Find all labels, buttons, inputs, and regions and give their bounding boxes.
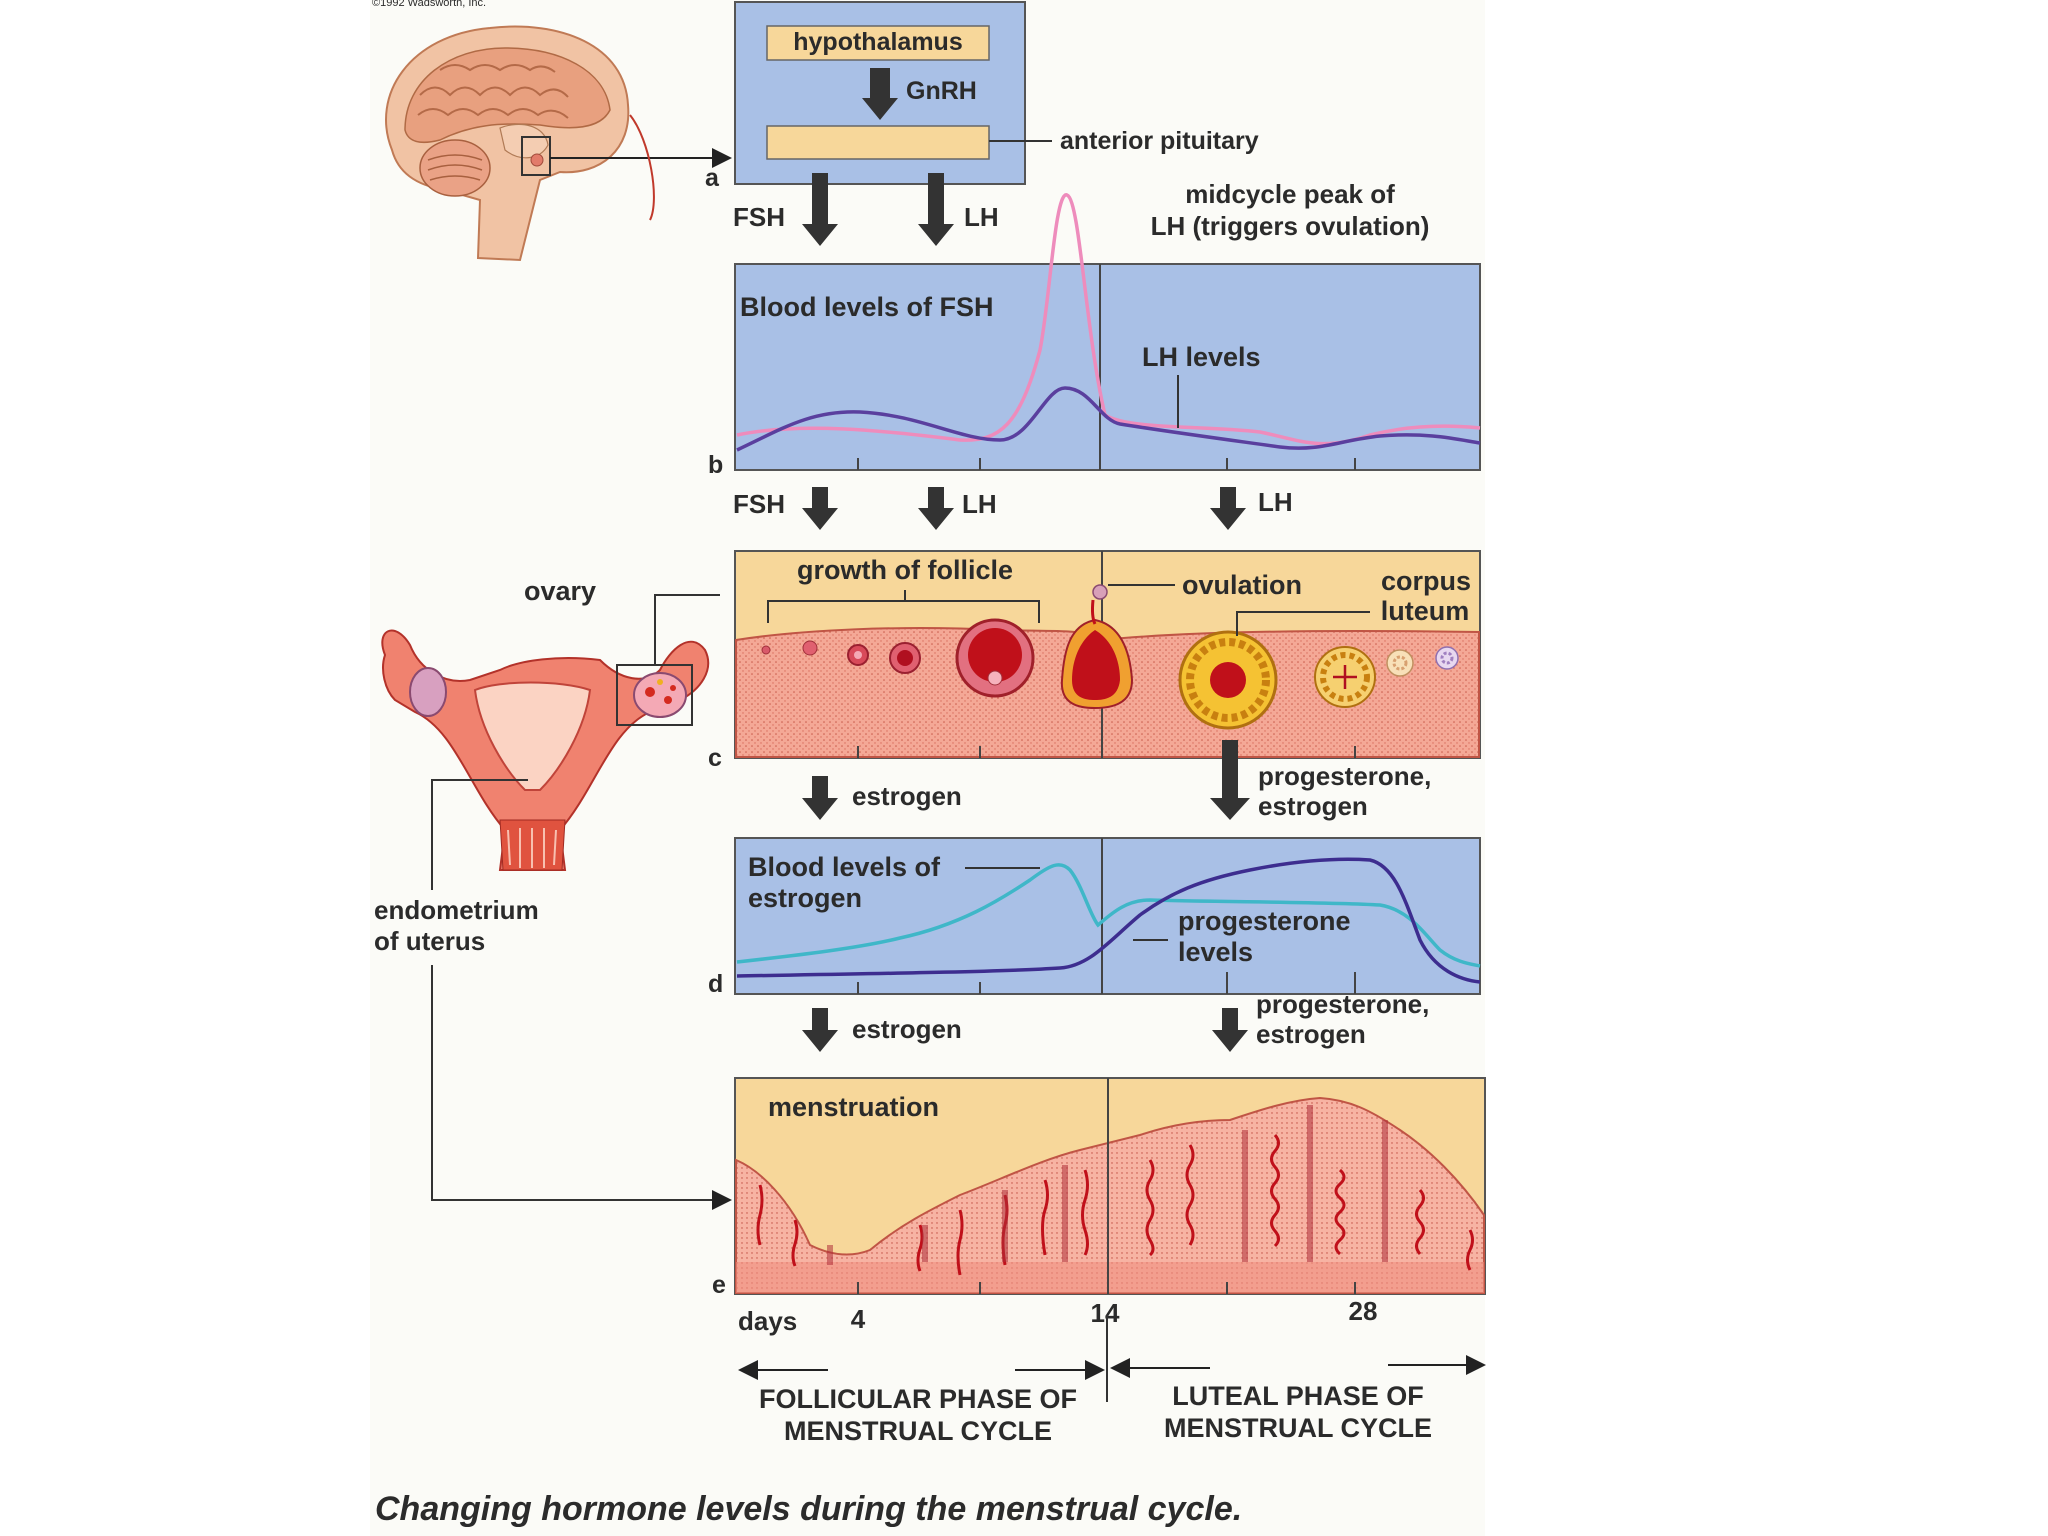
fsh-arrow-a: [802, 173, 838, 246]
day-4-label: 4: [851, 1304, 866, 1334]
panel-d: [734, 837, 1481, 995]
lh-arrow-a: [918, 173, 954, 246]
ovary-callout-line: [654, 594, 720, 665]
gnrh-label: GnRH: [906, 77, 977, 105]
progesterone-label-c-1: progesterone,: [1258, 761, 1431, 791]
endometrial-glands: [756, 1134, 1474, 1276]
gnrh-arrow: [862, 68, 898, 120]
growth-of-follicle-label: growth of follicle: [797, 555, 1013, 585]
estrogen-arrow-c: [802, 776, 838, 820]
estrogen-blood-levels-label-1: Blood levels of: [748, 852, 941, 882]
ovulating-follicle: [1060, 584, 1134, 710]
anterior-pituitary-box: [766, 125, 990, 160]
estrogen-label-d: estrogen: [852, 1014, 962, 1044]
panel-a: hypothalamus GnRH: [734, 1, 1052, 185]
uterus-callout-line: [431, 779, 528, 890]
panel-b: [734, 193, 1481, 471]
copyright-text: ©1992 Wadsworth, Inc.: [372, 0, 486, 9]
fsh-levels-curve: [736, 386, 1481, 452]
growth-bracket: [767, 590, 1040, 623]
lh-levels-label: LH levels: [1142, 342, 1261, 372]
menstruation-label: menstruation: [768, 1092, 939, 1122]
lh-arrow-b1: [918, 487, 954, 530]
panel-letter-d: d: [708, 970, 723, 998]
lh-label-b1: LH: [962, 489, 997, 519]
lh-levels-curve: [736, 193, 1481, 446]
endometrium-label-2: of uterus: [374, 926, 485, 956]
estrogen-levels-curve: [736, 863, 1481, 968]
follicular-phase-label-1: FOLLICULAR PHASE OF: [759, 1384, 1077, 1414]
midcycle-peak-label-1: midcycle peak of: [1185, 179, 1395, 209]
luteal-phase-label-2: MENSTRUAL CYCLE: [1164, 1413, 1432, 1443]
progesterone-arrow-d: [1212, 1008, 1248, 1052]
day-28-label: 28: [1349, 1296, 1378, 1326]
progesterone-label-d-2: estrogen: [1256, 1019, 1366, 1049]
corpus-label: corpus: [1381, 566, 1471, 596]
hypothalamus-box: [766, 25, 990, 61]
panel-letter-a: a: [705, 164, 720, 192]
fsh-blood-levels-label: Blood levels of FSH: [740, 292, 994, 322]
lh-arrow-b2: [1210, 487, 1246, 530]
fsh-label-b: FSH: [733, 489, 785, 519]
estrogen-label-c: estrogen: [852, 781, 962, 811]
progesterone-label-d-1: progesterone,: [1256, 989, 1429, 1019]
days-label: days: [738, 1306, 797, 1336]
panel-c: [734, 550, 1481, 759]
luteum-label: luteum: [1381, 596, 1470, 626]
anterior-pituitary-label: anterior pituitary: [1060, 127, 1259, 155]
corpus-luteum-sequence: [1178, 630, 1459, 730]
endometrium-to-panel-e-arrow: [431, 965, 732, 1210]
endometrium-label-1: endometrium: [374, 895, 539, 925]
progesterone-levels-label-2: levels: [1178, 937, 1253, 967]
endometrial-folds: [827, 1105, 1388, 1265]
follicular-phase-label-2: MENSTRUAL CYCLE: [784, 1416, 1052, 1446]
pituitary-highlight-box: [521, 136, 551, 176]
panel-letter-c: c: [708, 744, 722, 772]
progesterone-arrow-c: [1210, 740, 1250, 820]
follicle-sequence: [761, 618, 1035, 698]
figure-caption: Changing hormone levels during the menst…: [375, 1490, 1242, 1528]
hypothalamus-label: hypothalamus: [793, 28, 962, 56]
estrogen-blood-levels-label-2: estrogen: [748, 883, 862, 913]
fsh-label-a: FSH: [733, 202, 785, 232]
ovulation-label: ovulation: [1182, 570, 1302, 600]
estrogen-arrow-d: [802, 1008, 838, 1052]
panel-letter-e: e: [712, 1271, 726, 1299]
day-14-label: 14: [1091, 1298, 1120, 1328]
ovary-label: ovary: [524, 576, 596, 606]
fsh-arrow-b: [802, 487, 838, 530]
progesterone-label-c-2: estrogen: [1258, 791, 1368, 821]
corpus-luteum-pointer: [1236, 611, 1370, 636]
luteal-phase-label-1: LUTEAL PHASE OF: [1172, 1381, 1424, 1411]
lh-label-b2: LH: [1258, 487, 1293, 517]
panel-letter-b: b: [708, 451, 723, 479]
uterus-illustration: [381, 629, 710, 871]
midcycle-peak-label-2: LH (triggers ovulation): [1151, 211, 1430, 241]
brain-outline-line: [629, 114, 655, 221]
progesterone-levels-curve: [736, 857, 1481, 984]
progesterone-levels-label-1: progesterone: [1178, 906, 1351, 936]
brain-illustration: [385, 25, 630, 262]
lh-label-a: LH: [964, 202, 999, 232]
panel-e: [734, 1077, 1486, 1295]
